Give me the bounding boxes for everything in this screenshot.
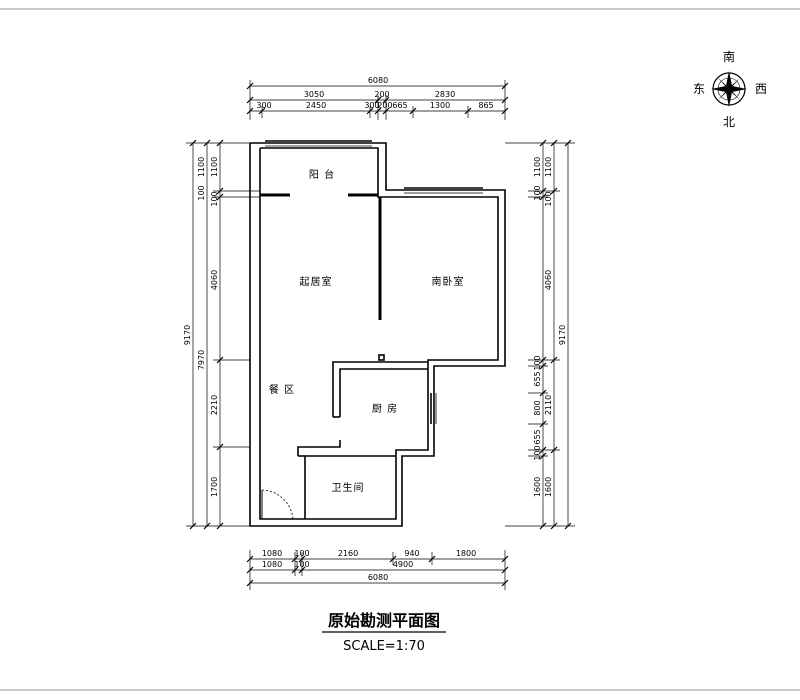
dim-top-row1-c: 2830 — [435, 90, 455, 99]
kitchen-wall-top — [332, 361, 428, 417]
compass-label-bottom: 北 — [723, 115, 735, 129]
room-label-living: 起居室 — [300, 275, 333, 288]
bathroom-door-swing — [261, 489, 294, 520]
dim-top-row2-g: 865 — [478, 101, 493, 110]
dim-bottom-row1-a: 1080 — [262, 549, 282, 558]
dim-bottom-row2-a: 1080 — [262, 560, 282, 569]
room-label-dining: 餐 区 — [269, 383, 295, 396]
dim-bottom-row2-b: 100 — [294, 560, 309, 569]
bathroom-wall-top — [297, 440, 341, 456]
compass-needle-south — [726, 71, 732, 89]
dim-top-row2-a: 300 — [256, 101, 271, 110]
room-label-bathroom: 卫生间 — [332, 481, 365, 494]
dim-top-row2-b: 2450 — [306, 101, 326, 110]
dim-bottom-row2-c: 4900 — [393, 560, 413, 569]
compass-diagonal-2 — [729, 89, 740, 100]
dimensions-top — [246, 80, 509, 120]
room-label-kitchen: 厨 房 — [372, 402, 398, 415]
dim-left-detail-d: 4060 — [210, 270, 219, 290]
compass-label-right: 西 — [755, 82, 767, 96]
dim-right-inner-h: 100 — [533, 445, 542, 460]
dim-left-detail-e: 2210 — [210, 395, 219, 415]
compass-diagonal-1 — [718, 78, 729, 89]
dim-right-outer-b: 4060 — [544, 270, 553, 290]
dim-bottom-row1-d: 940 — [404, 549, 419, 558]
kitchen-column — [378, 354, 385, 361]
compass-needle-west — [729, 86, 747, 92]
dimensions-right — [505, 139, 575, 530]
walls — [249, 140, 506, 527]
dim-right-inner-e: 655 — [533, 371, 542, 386]
dim-top-row2-f: 1300 — [430, 101, 450, 110]
inner-wall — [259, 147, 499, 520]
dim-top-row1-b: 200 — [374, 90, 389, 99]
dim-right-outer-d: 1600 — [544, 477, 553, 497]
dim-bottom-row1-e: 1800 — [456, 549, 476, 558]
dim-bottom-row1-b: 100 — [294, 549, 309, 558]
dimensions-left — [186, 139, 260, 530]
dim-right-inner-g: 655 — [533, 429, 542, 444]
dim-left-detail-a2: 1100 — [210, 157, 219, 177]
compass-label-left: 东 — [693, 82, 705, 96]
dim-bottom-total: 6080 — [368, 573, 388, 582]
dim-top-row1-a: 3050 — [304, 90, 324, 99]
dimensions-bottom — [246, 550, 509, 590]
dim-left-sub: 7970 — [197, 350, 206, 370]
dim-bottom-row1-c: 2160 — [338, 549, 358, 558]
compass: 南 东 西 北 — [693, 49, 767, 129]
compass-diagonal-4 — [718, 89, 729, 100]
compass-label-top: 南 — [723, 49, 735, 64]
dim-right-outer-c: 2110 — [544, 395, 553, 415]
dim-top-row2-d: 200 — [377, 101, 392, 110]
dim-left-detail-c: 100 — [210, 191, 219, 206]
dim-top-total: 6080 — [368, 76, 388, 85]
dim-right-inner-c: 100 — [544, 191, 553, 206]
dim-right-inner-f: 800 — [533, 400, 542, 415]
dim-right-total: 9170 — [558, 325, 567, 345]
compass-needle-north — [726, 89, 732, 107]
kitchen-wall-top-inner — [339, 368, 428, 417]
dim-right-inner-d: 100 — [533, 355, 542, 370]
dim-left-detail-b: 100 — [197, 185, 206, 200]
room-label-balcony: 阳 台 — [309, 168, 335, 181]
dim-right-inner-b: 100 — [533, 185, 542, 200]
compass-needle-east — [711, 86, 729, 92]
dim-right-inner-i: 1600 — [533, 477, 542, 497]
dim-left-detail-a: 1100 — [197, 157, 206, 177]
dim-right-outer-a: 1100 — [544, 157, 553, 177]
drawing-scale: SCALE=1:70 — [343, 639, 425, 654]
dim-top-row2-c: 300 — [364, 101, 379, 110]
compass-diagonal-3 — [729, 78, 740, 89]
dim-right-inner-a: 1100 — [533, 157, 542, 177]
outer-wall — [249, 142, 506, 527]
dim-top-row2-e: 665 — [392, 101, 407, 110]
dim-left-detail-f: 1700 — [210, 477, 219, 497]
drawing-title: 原始勘测平面图 — [328, 611, 440, 630]
room-label-south-bedroom: 南卧室 — [432, 275, 465, 288]
dim-left-total: 9170 — [183, 325, 192, 345]
